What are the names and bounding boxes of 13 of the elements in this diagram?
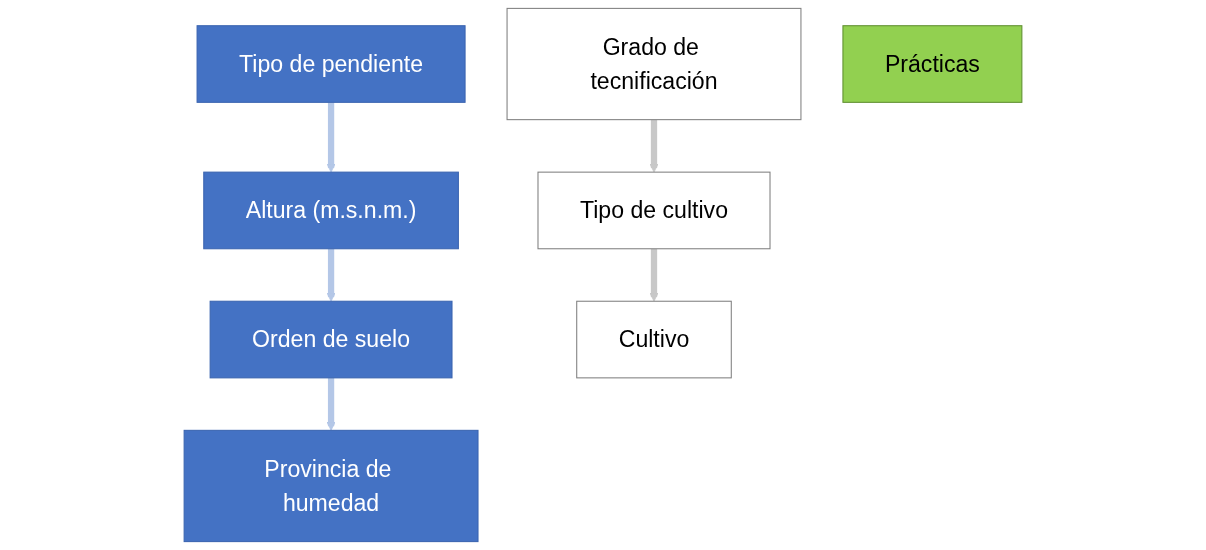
node-box: Orden de suelo (209, 300, 453, 379)
node-box: Tipo de cultivo (537, 171, 771, 250)
node-box: Grado de tecnificación (506, 7, 802, 121)
node-box: Tipo de pendiente (196, 25, 466, 103)
node-box: Cultivo (576, 300, 732, 379)
node-box: Provincia de humedad (183, 429, 479, 543)
arrow (326, 377, 336, 431)
arrow (649, 119, 659, 173)
arrow (326, 248, 336, 302)
node-box: Prácticas (842, 25, 1023, 103)
arrow (649, 248, 659, 302)
node-box: Altura (m.s.n.m.) (203, 171, 459, 250)
arrow (326, 102, 336, 173)
